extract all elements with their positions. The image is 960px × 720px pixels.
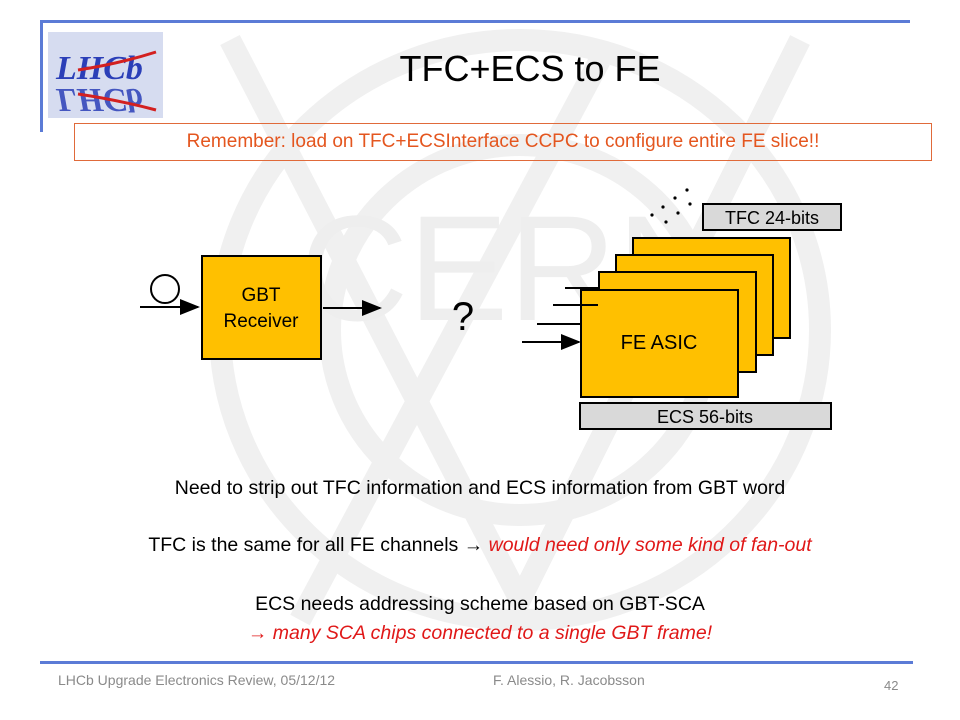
header-left-rule (40, 20, 43, 132)
body-line-2-prefix: TFC is the same for all FE channels (148, 534, 464, 556)
gbt-receiver-box: GBT Receiver (201, 255, 322, 360)
slide-title: TFC+ECS to FE (399, 48, 661, 89)
question-mark: ? (452, 295, 474, 339)
fe-asic-label: FE ASIC (621, 332, 698, 354)
svg-text:LHCb: LHCb (55, 50, 143, 87)
fe-asic-stack: FE ASIC (580, 237, 791, 398)
body-line-4: → many SCA chips connected to a single G… (0, 620, 960, 646)
svg-text:TFC 24-bits: TFC 24-bits (725, 208, 819, 228)
ecs-bits-label: ECS 56-bits (579, 402, 832, 430)
body-line-4-emphasis: many SCA chips connected to a single GBT… (267, 622, 713, 644)
gbt-receiver-label-line1: GBT (241, 285, 280, 306)
header-top-rule (40, 20, 910, 23)
fe-input-arrows (522, 287, 598, 350)
tfc-bits-label: TFC 24-bits (702, 203, 842, 231)
lhcb-logo: LHCb LHCb (48, 32, 163, 118)
optical-input-icon (140, 274, 200, 315)
reminder-box: Remember: load on TFC+ECSInterface CCPC … (74, 123, 932, 161)
footer-event: LHCb Upgrade Electronics Review, 05/12/1… (58, 672, 336, 688)
arrow-icon: → (247, 622, 268, 644)
arrow-icon: → (463, 534, 484, 556)
svg-text:LHCb: LHCb (55, 81, 143, 118)
continuation-dots (650, 188, 692, 224)
svg-text:ECS 56-bits: ECS 56-bits (657, 407, 753, 427)
body-line-2: TFC is the same for all FE channels → wo… (0, 532, 960, 558)
footer-rule (40, 661, 913, 664)
page-number: 42 (884, 678, 899, 693)
footer-authors: F. Alessio, R. Jacobsson (493, 672, 645, 688)
body-line-2-emphasis: would need only some kind of fan-out (483, 534, 812, 556)
body-line-1: Need to strip out TFC information and EC… (174, 477, 786, 499)
body-line-3: ECS needs addressing scheme based on GBT… (255, 593, 705, 615)
gbt-receiver-label-line2: Receiver (224, 311, 300, 332)
